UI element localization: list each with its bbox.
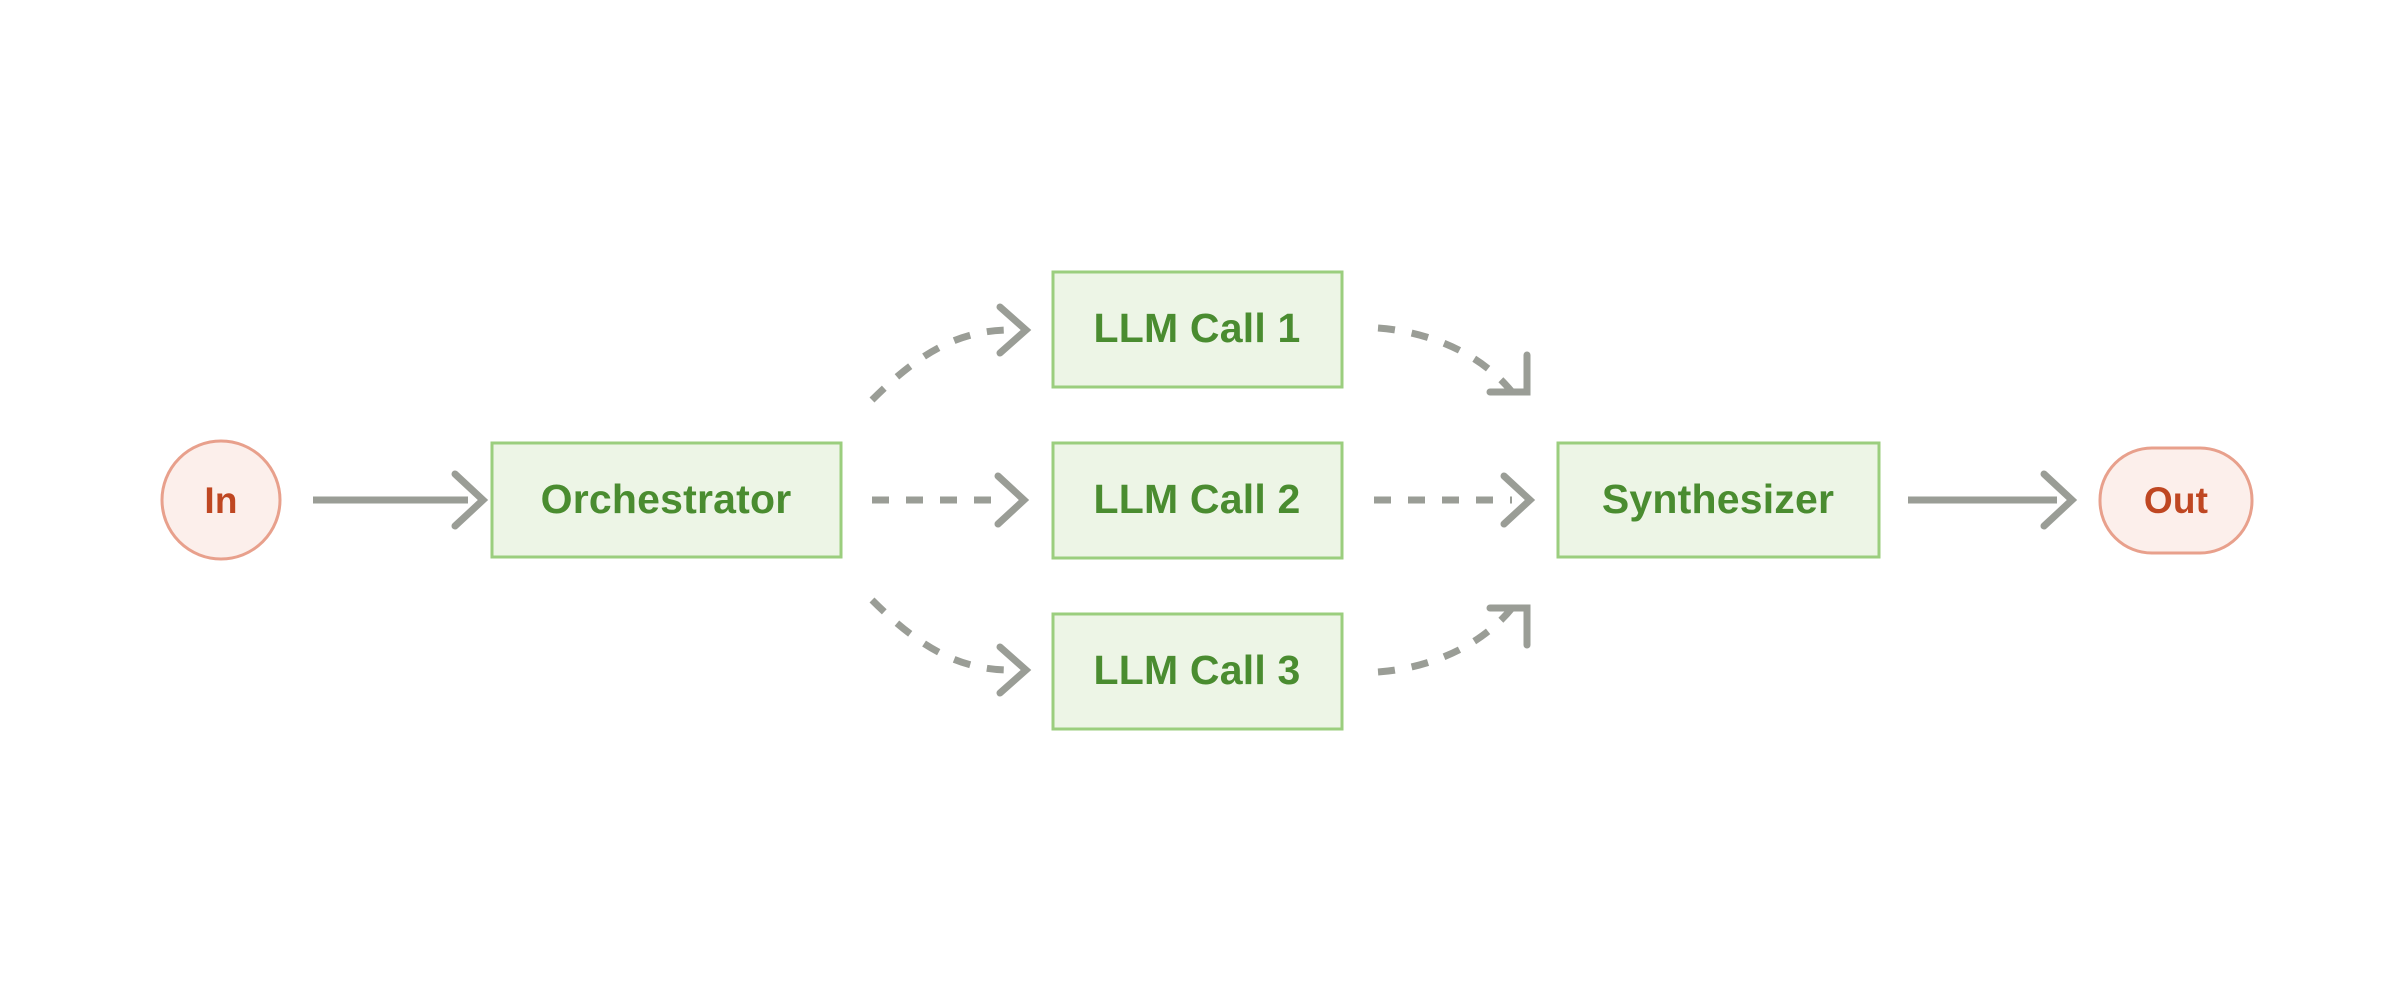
synthesizer-box-shape <box>1556 441 1881 559</box>
edge-line <box>869 326 1011 403</box>
node-out[interactable]: Out <box>2098 446 2254 555</box>
node-llm-call-3[interactable]: LLM Call 3 <box>1051 612 1344 731</box>
edge-synthesizer-to-out <box>1908 470 2078 530</box>
arrowhead-chevron-icon <box>996 303 1032 357</box>
llm-call-2-label: LLM Call 2 <box>1093 476 1300 522</box>
orchestrator-box-shape <box>490 441 843 559</box>
arrowhead-chevron-icon <box>2040 470 2078 530</box>
llm-call-3-box-shape <box>1051 612 1344 731</box>
edge-orchestrator-to-llm-call-1 <box>869 303 1032 403</box>
edge-orchestrator-to-llm-call-2 <box>872 472 1030 528</box>
arrowhead-chevron-icon <box>994 472 1030 528</box>
out-node-label: Out <box>2144 480 2208 521</box>
llm-call-1-box-shape <box>1051 270 1344 389</box>
arrowhead-chevron-icon <box>451 470 489 530</box>
edge-line <box>1377 605 1515 676</box>
arrowhead-chevron-icon <box>996 643 1032 697</box>
arrowhead-elbow-down-right-icon <box>1486 351 1531 396</box>
synthesizer-label: Synthesizer <box>1602 476 1834 522</box>
edge-llm-call-2-to-synthesizer <box>1374 472 1536 528</box>
orchestrator-label: Orchestrator <box>541 476 792 522</box>
edge-llm-call-1-to-synthesizer <box>1377 324 1531 396</box>
node-orchestrator[interactable]: Orchestrator <box>490 441 843 559</box>
edge-in-to-orchestrator <box>313 470 489 530</box>
node-llm-call-2[interactable]: LLM Call 2 <box>1051 441 1344 560</box>
arrowhead-elbow-up-right-icon <box>1486 604 1531 649</box>
llm-call-1-label: LLM Call 1 <box>1093 305 1300 351</box>
arrowhead-chevron-icon <box>1500 472 1536 528</box>
edge-llm-call-3-to-synthesizer <box>1377 604 1531 676</box>
in-node-shape <box>160 439 282 561</box>
llm-call-3-label: LLM Call 3 <box>1093 647 1300 693</box>
out-node-shape <box>2098 446 2254 555</box>
edge-orchestrator-to-llm-call-3 <box>869 597 1032 697</box>
edge-line <box>1377 324 1515 395</box>
node-in[interactable]: In <box>160 439 282 561</box>
llm-call-2-box-shape <box>1051 441 1344 560</box>
in-node-label: In <box>204 480 237 521</box>
node-llm-call-1[interactable]: LLM Call 1 <box>1051 270 1344 389</box>
node-synthesizer[interactable]: Synthesizer <box>1556 441 1881 559</box>
edge-line <box>869 597 1011 674</box>
